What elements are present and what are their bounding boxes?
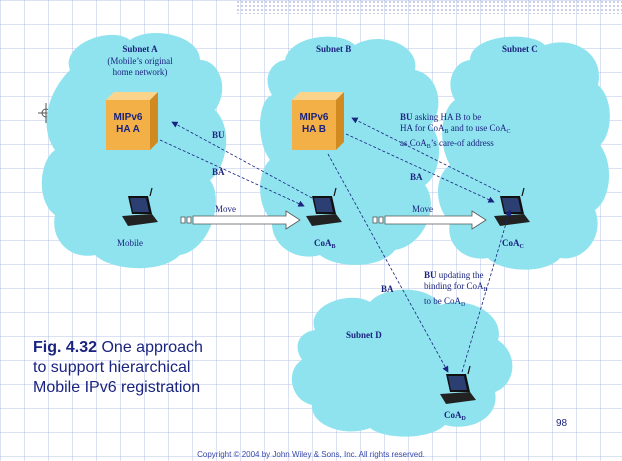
- ha-a-line1: MIPv6: [113, 112, 143, 123]
- laptop-icon-coa-b: [306, 187, 342, 226]
- subnet-d-title: Subnet D: [346, 330, 382, 340]
- figure-caption: Fig. 4.32 One approach to support hierar…: [33, 338, 273, 398]
- subnet-a-title: Subnet A: [122, 44, 158, 54]
- move-arrow-1: [180, 210, 301, 230]
- ba-label-3: BA: [381, 284, 394, 294]
- bu-label-1: BU: [212, 130, 225, 140]
- laptop-icon-coa-c: [494, 187, 530, 226]
- coa-d-label: CoAD: [444, 410, 466, 422]
- ha-a-box: [106, 92, 158, 150]
- laptop-icon-coa-d: [440, 365, 476, 404]
- bu-arrow-coa-c-to-ha-b: [351, 117, 501, 193]
- bu-arrow-coa-b-to-ha-a: [171, 121, 313, 199]
- ba-arrow-ha-b-to-coa-c: [345, 133, 495, 203]
- move-arrow-2: [372, 210, 487, 230]
- move-label-2: Move: [412, 204, 433, 214]
- bu-arrow-coa-d-to-coa-c: [461, 209, 512, 373]
- ha-a-label: MIPv6 HA A: [106, 112, 150, 136]
- subnet-c-title: Subnet C: [502, 44, 538, 54]
- caption-line3: Mobile IPv6 registration: [33, 379, 201, 396]
- ba-label-2: BA: [410, 172, 423, 182]
- caption-line2: to support hierarchical: [33, 359, 191, 376]
- cloud-subnet-d: [291, 289, 513, 437]
- ha-b-label: MIPv6 HA B: [292, 112, 336, 136]
- page-number: 98: [556, 418, 568, 429]
- laptop-icon-mobile: [122, 187, 158, 226]
- ha-b-box: [292, 92, 344, 150]
- subnet-a-desc-line1: (Mobile’s original: [107, 56, 173, 66]
- coa-b-label: CoAB: [314, 238, 336, 250]
- ba-arrow-ha-a-to-coa-b: [159, 139, 305, 207]
- cloud-subnet-c: [437, 36, 610, 270]
- bu-asking-note: BU asking HA B to be HA for CoAB and to …: [400, 112, 511, 150]
- caption-line1: One approach: [97, 339, 203, 356]
- coa-c-label: CoAC: [502, 238, 524, 250]
- copyright: Copyright © 2004 by John Wiley & Sons, I…: [197, 450, 425, 459]
- header-band: [236, 0, 622, 14]
- fig-label: Fig. 4.32: [33, 339, 98, 356]
- move-label-1: Move: [215, 204, 236, 214]
- subnet-b-title: Subnet B: [316, 44, 352, 54]
- ba-label-1: BA: [212, 167, 225, 177]
- mobile-label: Mobile: [117, 238, 143, 248]
- cloud-subnet-a: [41, 32, 227, 269]
- ba-arrow-ha-b-to-coa-d: [327, 153, 449, 373]
- bu-updating-note: BU updating the binding for CoAB to be C…: [424, 270, 488, 308]
- ha-a-line2: HA A: [116, 124, 140, 135]
- ha-b-line2: HA B: [301, 124, 327, 135]
- ha-b-line1: MIPv6: [299, 112, 329, 123]
- subnet-a-desc-line2: home network): [112, 67, 168, 77]
